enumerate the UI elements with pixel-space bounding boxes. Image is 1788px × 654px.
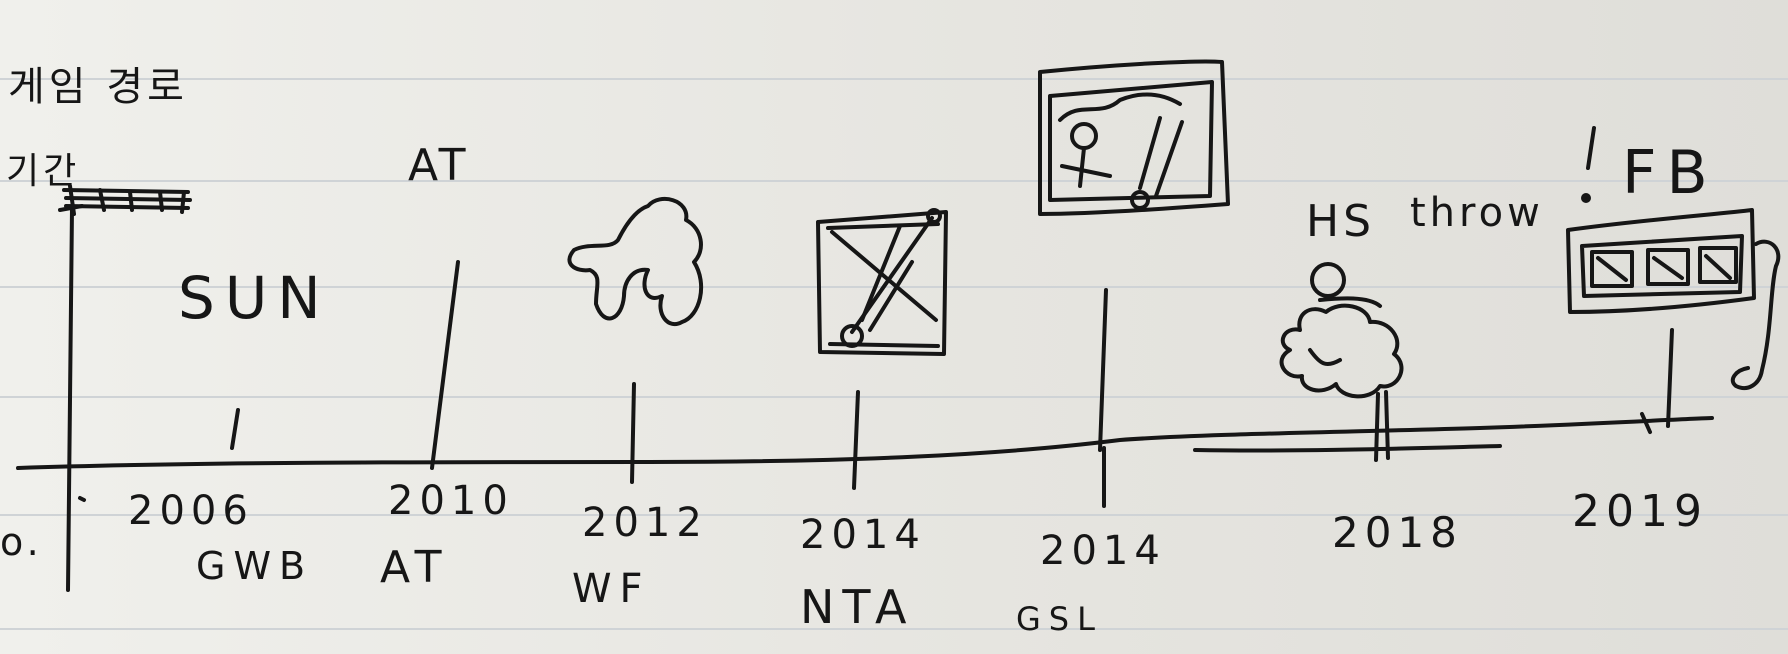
tick-2014-gsl (1098, 288, 1108, 452)
annotation-fb: FB (1622, 138, 1718, 208)
framed-screen-icon (1038, 59, 1230, 216)
bush-figure-icon (1279, 262, 1404, 399)
label-2012: WF (572, 566, 651, 612)
timeline-axis-underline (1193, 444, 1502, 453)
tick-2012 (630, 382, 636, 484)
tick-2018 (1374, 392, 1380, 462)
year-2012: 2012 (582, 500, 708, 546)
tick-2006 (230, 408, 240, 450)
tick-2014-nta (852, 390, 860, 490)
year-2018: 2018 (1332, 508, 1463, 557)
year-2014-gsl: 2014 (1040, 528, 1166, 574)
label-2014-nta: NTA (800, 580, 915, 634)
exclamation-mark (1586, 126, 1596, 170)
paper-rule (0, 396, 1788, 398)
framed-sketch-icon (816, 208, 948, 356)
annotation-throw: throw (1410, 190, 1544, 236)
year-2010: 2010 (388, 478, 514, 524)
label-2014-gsl: GSL (1016, 600, 1103, 638)
timeline-axis (16, 416, 1714, 470)
start-stem (66, 206, 74, 592)
paper-rule (0, 514, 1788, 516)
annotation-hs: HS (1306, 196, 1376, 247)
year-2006: 2006 (128, 488, 254, 534)
tick-2018b (1384, 390, 1390, 460)
paper-rule (0, 78, 1788, 80)
year-2014-nta: 2014 (800, 512, 926, 558)
tick-2019b (1640, 412, 1652, 434)
label-2006: GWB (196, 544, 314, 588)
paper-rule (0, 628, 1788, 630)
monitor-icon (1566, 208, 1781, 390)
edge-dot (78, 496, 86, 502)
annotation-at: AT (408, 140, 470, 191)
tick-2010 (430, 260, 460, 470)
sketch-title: 게임 경로 (8, 64, 188, 110)
start-label: 기간 (6, 151, 81, 192)
annotation-sun: SUN (178, 264, 331, 332)
year-2019: 2019 (1572, 486, 1708, 537)
paper-rule (0, 180, 1788, 182)
start-marker (58, 184, 192, 216)
label-2010: AT (380, 542, 450, 593)
edge-mark: o. (0, 520, 43, 564)
cloud-icon (567, 196, 704, 326)
exclamation-dot (1581, 193, 1591, 203)
tick-2019 (1666, 328, 1674, 428)
